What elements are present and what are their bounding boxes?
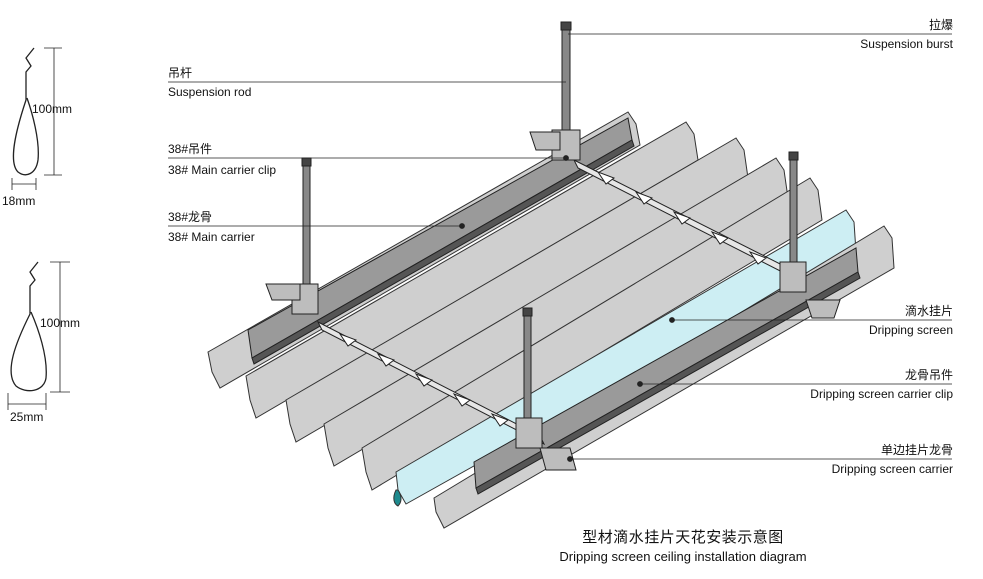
label-main-carrier-en: 38# Main carrier (168, 230, 255, 244)
label-screen-carrier-en: Dripping screen carrier (831, 462, 953, 476)
label-main-clip-en: 38# Main carrier clip (168, 163, 277, 177)
label-main-carrier-cn: 38#龙骨 (168, 210, 213, 224)
main-carriers (247, 117, 861, 495)
label-suspension-burst-cn: 拉爆 (928, 18, 953, 32)
label-suspension-rod-cn: 吊杆 (168, 66, 193, 80)
top-profile-width: 18mm (2, 194, 36, 208)
top-profile-height: 100mm (32, 102, 73, 116)
diagram-title-en: Dripping screen ceiling installation dia… (559, 549, 807, 564)
label-screen-carrier-cn: 单边挂片龙骨 (880, 443, 953, 457)
profile-top-drawing (11, 47, 62, 190)
label-main-clip-cn: 38#吊件 (168, 142, 213, 156)
bottom-profile-width: 25mm (10, 410, 44, 424)
label-dripping-screen-cn: 滴水挂片 (904, 304, 953, 318)
label-suspension-burst-en: Suspension burst (860, 37, 953, 51)
carrier-clips (265, 129, 841, 471)
panel-5 (361, 177, 823, 491)
label-dripping-screen-en: Dripping screen (868, 323, 953, 337)
label-carrier-clip-en: Dripping screen carrier clip (810, 387, 953, 401)
diagram-title-cn: 型材滴水挂片天花安装示意图 (582, 529, 784, 546)
label-carrier-clip-cn: 龙骨吊件 (904, 368, 953, 382)
drip-tip (393, 489, 402, 507)
label-suspension-rod-en: Suspension rod (168, 85, 252, 99)
bottom-profile-height: 100mm (40, 316, 81, 330)
cross-carriers (316, 158, 799, 446)
leader-lines (168, 33, 952, 462)
profile-bottom-drawing (7, 261, 70, 410)
